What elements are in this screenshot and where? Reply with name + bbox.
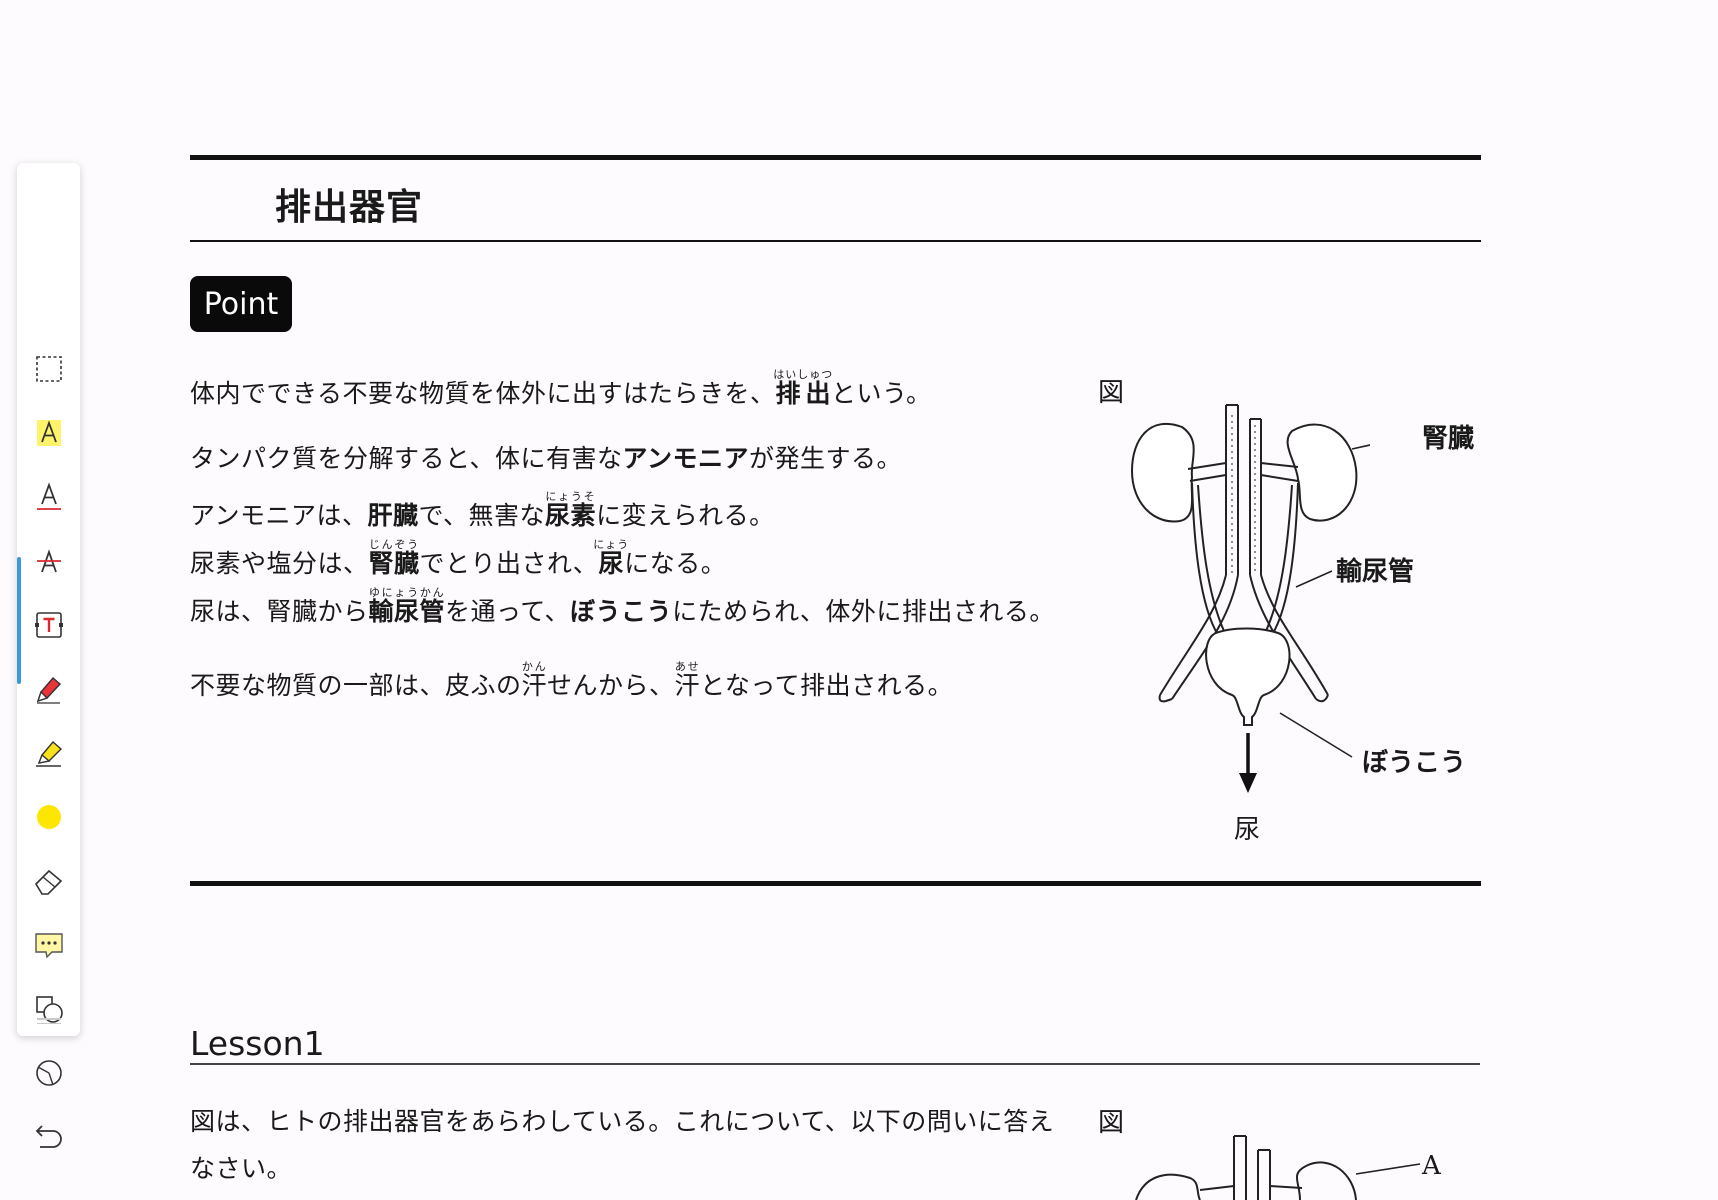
underlined-a-icon bbox=[36, 482, 61, 510]
p6-term-2-ruby: あせ bbox=[674, 660, 701, 673]
point-paragraph-5: 尿は、腎臓から輸尿管ゆにょうかんを通って、ぼうこうにためられ、体外に排出される。 bbox=[190, 586, 1055, 630]
lesson-question-text: 図は、ヒトの排出器官をあらわしている。これについて、以下の問いに答えなさい。 bbox=[190, 1107, 1055, 1183]
color-dot-icon bbox=[36, 805, 61, 829]
lesson-rule bbox=[190, 1063, 1480, 1065]
p6-text-c: となって排出される。 bbox=[700, 671, 954, 700]
point-paragraph-1: 体内でできる不要な物質を体外に出すはたらきを、排出はいしゅつという。 bbox=[190, 368, 932, 412]
lesson-figure-label: 図 bbox=[1098, 1108, 1125, 1138]
p3-text-c: に変えられる。 bbox=[596, 501, 775, 530]
urine-label: 尿 bbox=[1234, 815, 1261, 845]
underline-text-tool[interactable] bbox=[17, 469, 80, 525]
marker-icon bbox=[35, 741, 62, 767]
p1-text-b: という。 bbox=[831, 379, 932, 408]
section-end-rule bbox=[190, 881, 1481, 886]
p4-term-2: 尿 bbox=[593, 549, 630, 578]
header-rule-bottom bbox=[190, 240, 1481, 242]
p6-term-1-ruby: かん bbox=[521, 660, 548, 673]
marker-tool[interactable] bbox=[17, 725, 80, 781]
annotation-toolbar bbox=[17, 163, 80, 1148]
point-paragraph-3: アンモニアは、肝臓で、無害な尿素にょうそに変えられる。 bbox=[190, 490, 775, 534]
p2-text-b: が発生する。 bbox=[749, 444, 903, 473]
p6-text-a: 不要な物質の一部は、皮ふの bbox=[190, 671, 522, 700]
header-rule-top bbox=[190, 155, 1481, 160]
lesson-title: Lesson1 bbox=[190, 1024, 325, 1063]
active-tool-indicator bbox=[17, 557, 21, 684]
p2-text-a: タンパク質を分解すると、体に有害な bbox=[190, 444, 623, 473]
p1-text-a: 体内でできる不要な物質を体外に出すはたらきを、 bbox=[190, 379, 776, 408]
textbox-icon bbox=[34, 612, 63, 638]
pen-tool[interactable] bbox=[17, 661, 80, 717]
lesson-label-a: A bbox=[1422, 1151, 1441, 1181]
p3-term-2-ruby: にょうそ bbox=[545, 490, 597, 503]
kidney-label: 腎臓 bbox=[1422, 424, 1475, 454]
strikethrough-a-icon bbox=[36, 549, 61, 573]
shapes-tool[interactable] bbox=[17, 981, 80, 1037]
point-paragraph-2: タンパク質を分解すると、体に有害なアンモニアが発生する。 bbox=[190, 441, 902, 477]
textbox-tool[interactable] bbox=[17, 597, 80, 653]
p4-text-c: になる。 bbox=[624, 549, 727, 578]
eraser-icon bbox=[34, 869, 62, 895]
undo-button[interactable] bbox=[17, 1109, 80, 1165]
p4-text-a: 尿素や塩分は、 bbox=[190, 549, 369, 578]
sticker-tool[interactable] bbox=[17, 1045, 80, 1101]
p3-term-2: 尿素 bbox=[545, 501, 597, 530]
highlighted-a-icon bbox=[36, 420, 61, 446]
p6-term-1: 汗 bbox=[521, 671, 548, 700]
p5-term-2: ぼうこう bbox=[570, 597, 673, 626]
p2-term: アンモニア bbox=[622, 444, 750, 473]
p5-text-c: にためられ、体外に排出される。 bbox=[672, 597, 1055, 626]
point-paragraph-4: 尿素や塩分は、腎臓じんぞうでとり出され、尿にょうになる。 bbox=[190, 538, 726, 582]
p1-term: 排出 bbox=[773, 379, 834, 408]
excretory-organs-diagram bbox=[1130, 404, 1370, 793]
shapes-icon bbox=[35, 996, 63, 1023]
p5-text-b: を通って、 bbox=[445, 597, 571, 626]
highlight-text-tool[interactable] bbox=[17, 405, 80, 461]
p4-term-1-ruby: じんぞう bbox=[368, 538, 420, 551]
p4-term-1: 腎臓 bbox=[368, 549, 420, 578]
p6-term-2: 汗 bbox=[674, 671, 701, 700]
p3-text-b: で、無害な bbox=[418, 501, 546, 530]
sticker-icon bbox=[35, 1060, 62, 1086]
p1-term-ruby: はいしゅつ bbox=[773, 368, 834, 381]
bladder-label: ぼうこう bbox=[1362, 748, 1467, 778]
pen-icon bbox=[36, 677, 61, 704]
comment-icon bbox=[34, 933, 63, 959]
ureter-label: 輸尿管 bbox=[1336, 557, 1415, 587]
toolbar-drag-handle[interactable] bbox=[37, 1018, 61, 1026]
p5-term-1-ruby: ゆにょうかん bbox=[368, 586, 446, 599]
p3-term-1: 肝臓 bbox=[367, 501, 419, 530]
eraser-tool[interactable] bbox=[17, 853, 80, 909]
dashed-rect-icon bbox=[35, 356, 62, 382]
section-title: 排出器官 bbox=[275, 187, 424, 228]
figure-label: 図 bbox=[1098, 378, 1125, 408]
color-picker[interactable] bbox=[17, 789, 80, 845]
p4-term-2-ruby: にょう bbox=[593, 538, 630, 551]
p6-text-b: せんから、 bbox=[547, 671, 675, 700]
p4-text-b: でとり出され、 bbox=[419, 549, 599, 578]
select-tool[interactable] bbox=[17, 341, 80, 397]
p5-term-1: 輸尿管 bbox=[368, 597, 446, 626]
point-paragraph-6: 不要な物質の一部は、皮ふの汗かんせんから、汗あせとなって排出される。 bbox=[190, 660, 953, 704]
p3-text-a: アンモニアは、 bbox=[190, 501, 368, 530]
p5-text-a: 尿は、腎臓から bbox=[190, 597, 369, 626]
undo-icon bbox=[35, 1125, 62, 1148]
lesson-diagram bbox=[1135, 1135, 1421, 1200]
comment-tool[interactable] bbox=[17, 917, 80, 973]
strikethrough-text-tool[interactable] bbox=[17, 533, 80, 589]
point-badge: Point bbox=[190, 276, 292, 332]
